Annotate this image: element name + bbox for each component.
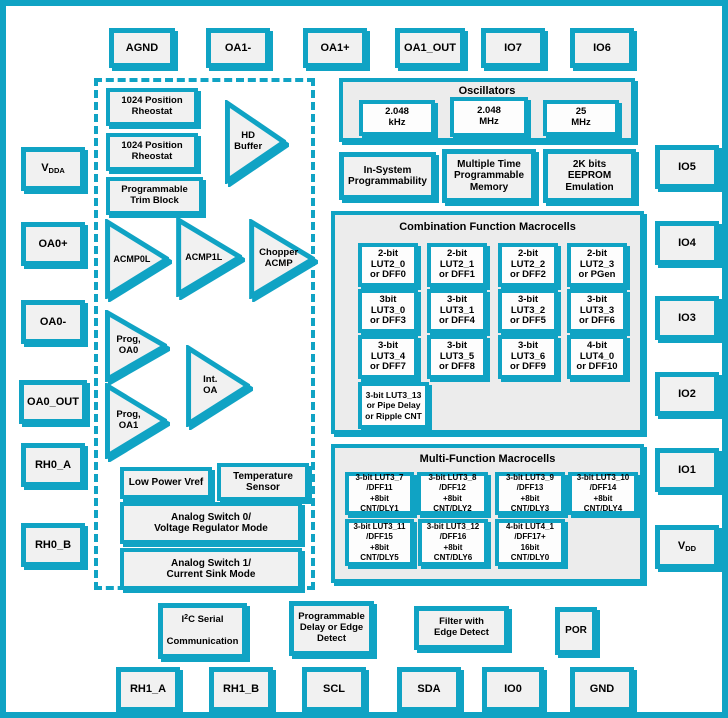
pin-oa1-out: OA1_OUT xyxy=(395,28,465,68)
multifunction-macrocells-title: Multi-Function Macrocells xyxy=(419,453,556,465)
multi-cell-lut3-8: 3-bit LUT3_8 /DFF12 +8bit CNT/DLY2 xyxy=(417,472,488,515)
combo-cell-lut4-0: 4-bit LUT4_0 or DFF10 xyxy=(567,335,627,379)
pin-oa1-plus: OA1+ xyxy=(303,28,367,68)
triangle-shape-icon xyxy=(105,383,167,459)
combo-cell-lut3-0: 3bit LUT3_0 or DFF3 xyxy=(358,289,418,333)
pin-io4: IO4 xyxy=(655,221,719,265)
block-por: POR xyxy=(555,607,597,655)
multi-cell-lut3-7: 3-bit LUT3_7 /DFF11 +8bit CNT/DLY1 xyxy=(345,472,414,515)
multi-cell-lut3-9: 3-bit LUT3_9 /DFF13 +8bit CNT/DLY3 xyxy=(495,472,565,515)
combination-macrocells-title: Combination Function Macrocells xyxy=(399,221,576,233)
triangle-shape-icon xyxy=(225,100,286,184)
pin-io3: IO3 xyxy=(655,296,719,340)
block-1024-rheostat-2: 1024 Position Rheostat xyxy=(106,133,198,171)
pin-oa0-out: OA0_OUT xyxy=(19,380,87,424)
triangle-acmp1l: ACMP1L xyxy=(176,217,242,297)
pin-io1: IO1 xyxy=(655,448,719,492)
triangle-shape-icon xyxy=(105,310,167,382)
pin-sda: SDA xyxy=(397,667,461,712)
osc-2048-khz: 2.048 kHz xyxy=(359,100,435,136)
combo-cell-lut3-3: 3-bit LUT3_3 or DFF6 xyxy=(567,289,627,333)
triangle-shape-icon xyxy=(105,219,169,299)
block-analog-switch-0: Analog Switch 0/ Voltage Regulator Mode xyxy=(120,502,302,544)
triangle-hd-buffer: HD Buffer xyxy=(225,100,286,184)
pin-oa0-minus: OA0- xyxy=(21,300,85,344)
combo-cell-lut2-0: 2-bit LUT2_0 or DFF0 xyxy=(358,243,418,287)
multi-cell-lut4-1: 4-bit LUT4_1 /DFF17+ 16bit CNT/DLY0 xyxy=(495,519,565,566)
pin-rh1-a: RH1_A xyxy=(116,667,180,712)
triangle-chopper-acmp: Chopper ACMP xyxy=(249,219,315,299)
block-analog-switch-1: Analog Switch 1/ Current Sink Mode xyxy=(120,548,302,590)
pin-vdd-label: VDD xyxy=(677,540,697,554)
prog-oa1-label: Prog, OA1 xyxy=(116,409,141,431)
oscillators-title: Oscillators xyxy=(458,85,516,97)
combo-cell-lut3-5: 3-bit LUT3_5 or DFF8 xyxy=(427,335,487,379)
block-programmable-trim: Programmable Trim Block xyxy=(106,177,203,215)
panel-multifunction-macrocells: Multi-Function Macrocells 3-bit LUT3_7 /… xyxy=(331,444,644,583)
block-programmable-delay-edge-detect: Programmable Delay or Edge Detect xyxy=(289,601,374,656)
osc-2048-mhz: 2.048 MHz xyxy=(450,97,528,137)
pin-scl: SCL xyxy=(302,667,366,712)
block-multiple-time-programmable-memory: Multiple Time Programmable Memory xyxy=(442,149,536,203)
triangle-acmp0l: ACMP0L xyxy=(105,219,169,299)
pin-io0: IO0 xyxy=(482,667,544,712)
panel-combination-macrocells: Combination Function Macrocells 2-bit LU… xyxy=(331,211,644,434)
block-in-system-programmability: In-System Programmability xyxy=(339,152,436,200)
pin-io5: IO5 xyxy=(655,145,719,189)
block-temperature-sensor: Temperature Sensor xyxy=(217,463,309,501)
pin-gnd: GND xyxy=(570,667,634,712)
prog-oa0-label: Prog, OA0 xyxy=(116,334,141,356)
combo-cell-lut3-6: 3-bit LUT3_6 or DFF9 xyxy=(498,335,558,379)
multi-cell-lut3-10: 3-bit LUT3_10 /DFF14 +8bit CNT/DLY4 xyxy=(568,472,638,515)
combo-cell-lut3-1: 3-bit LUT3_1 or DFF4 xyxy=(427,289,487,333)
multi-cell-lut3-12: 3-bit LUT3_12 /DFF16 +8bit CNT/DLY6 xyxy=(418,519,488,566)
chopper-acmp-label: Chopper ACMP xyxy=(259,247,299,269)
pin-rh1-b: RH1_B xyxy=(209,667,273,712)
pin-io6: IO6 xyxy=(570,28,634,68)
block-low-power-vref: Low Power Vref xyxy=(120,467,212,499)
block-filter-edge-detect: Filter with Edge Detect xyxy=(414,606,509,650)
combo-cell-lut2-3: 2-bit LUT2_3 or PGen xyxy=(567,243,627,287)
pin-oa1-minus: OA1- xyxy=(206,28,270,68)
pin-vdda-label: VDDA xyxy=(41,162,65,176)
multi-cell-lut3-11: 3-bit LUT3_11 /DFF15 +8bit CNT/DLY5 xyxy=(345,519,414,566)
triangle-int-oa: Int. OA xyxy=(186,345,250,427)
pin-oa0-plus: OA0+ xyxy=(21,222,85,266)
triangle-shape-icon xyxy=(249,219,315,299)
combo-cell-lut3-4: 3-bit LUT3_4 or DFF7 xyxy=(358,335,418,379)
acmp0l-label: ACMP0L xyxy=(113,253,151,264)
triangle-prog-oa1: Prog, OA1 xyxy=(105,383,167,459)
pin-io7: IO7 xyxy=(481,28,545,68)
combo-cell-lut3-13: 3-bit LUT3_13 or Pipe Delay or Ripple CN… xyxy=(358,382,429,429)
block-1024-rheostat-1: 1024 Position Rheostat xyxy=(106,88,198,126)
block-eeprom-emulation: 2K bits EEPROM Emulation xyxy=(543,149,636,203)
pin-agnd: AGND xyxy=(109,28,175,68)
combo-cell-lut3-2: 3-bit LUT3_2 or DFF5 xyxy=(498,289,558,333)
pin-vdd: VDD xyxy=(655,525,719,569)
hd-buffer-label: HD Buffer xyxy=(234,130,263,152)
acmp1l-label: ACMP1L xyxy=(185,251,223,262)
triangle-prog-oa0: Prog, OA0 xyxy=(105,310,167,382)
combo-cell-lut2-1: 2-bit LUT2_1 or DFF1 xyxy=(427,243,487,287)
pin-rh0-a: RH0_A xyxy=(21,443,85,487)
i2c-label: I2C Serial Communication xyxy=(166,614,239,647)
triangle-shape-icon xyxy=(186,345,250,427)
pin-vdda: VDDA xyxy=(21,147,85,191)
panel-oscillators: Oscillators 2.048 kHz 2.048 MHz 25 MHz xyxy=(339,78,635,142)
osc-25-mhz: 25 MHz xyxy=(543,100,619,136)
combo-cell-lut2-2: 2-bit LUT2_2 or DFF2 xyxy=(498,243,558,287)
block-i2c-serial-communication: I2C Serial Communication xyxy=(158,603,247,659)
pin-rh0-b: RH0_B xyxy=(21,523,85,567)
pin-io2: IO2 xyxy=(655,372,719,416)
triangle-shape-icon xyxy=(176,217,242,297)
int-oa-label: Int. OA xyxy=(203,374,218,396)
